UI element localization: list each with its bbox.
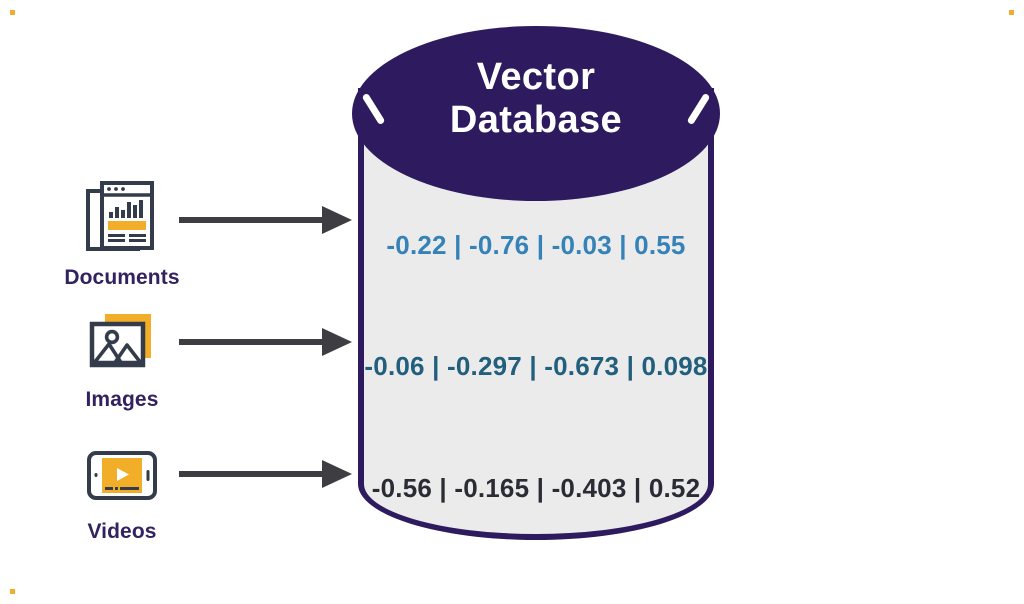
frame-top-edge (10, 10, 1014, 15)
source-row-videos: Videos (62, 432, 362, 552)
vector-database-cylinder: -0.22 | -0.76 | -0.03 | 0.55 -0.06 | -0.… (352, 26, 720, 556)
source-label-images: Images (85, 388, 159, 411)
vector-row-1: -0.22 | -0.76 | -0.03 | 0.55 (386, 230, 686, 260)
arrow-right-icon-documents (174, 200, 354, 240)
vector-database-title: Vector Database (352, 56, 720, 141)
arrow-right-icon-images (174, 322, 354, 362)
frame-bottom-edge (10, 589, 1014, 594)
source-label-videos: Videos (87, 520, 157, 543)
title-line-1: Vector (476, 56, 596, 98)
vector-row-3: -0.56 | -0.165 | -0.403 | 0.52 (371, 473, 701, 503)
title-line-2: Database (449, 98, 623, 141)
source-row-documents: Documents (62, 178, 362, 298)
frame-left-edge (10, 10, 15, 594)
vector-row-2: -0.06 | -0.297 | -0.673 | 0.098 (364, 351, 708, 381)
document-chart-icon (74, 178, 170, 264)
image-photo-icon (74, 300, 170, 386)
source-label-documents: Documents (64, 266, 180, 289)
frame-right-edge (1009, 10, 1014, 594)
arrow-right-icon-videos (174, 454, 354, 494)
cylinder-top-ellipse: Vector Database (352, 26, 720, 201)
video-player-icon (74, 432, 170, 518)
source-row-images: Images (62, 300, 362, 420)
